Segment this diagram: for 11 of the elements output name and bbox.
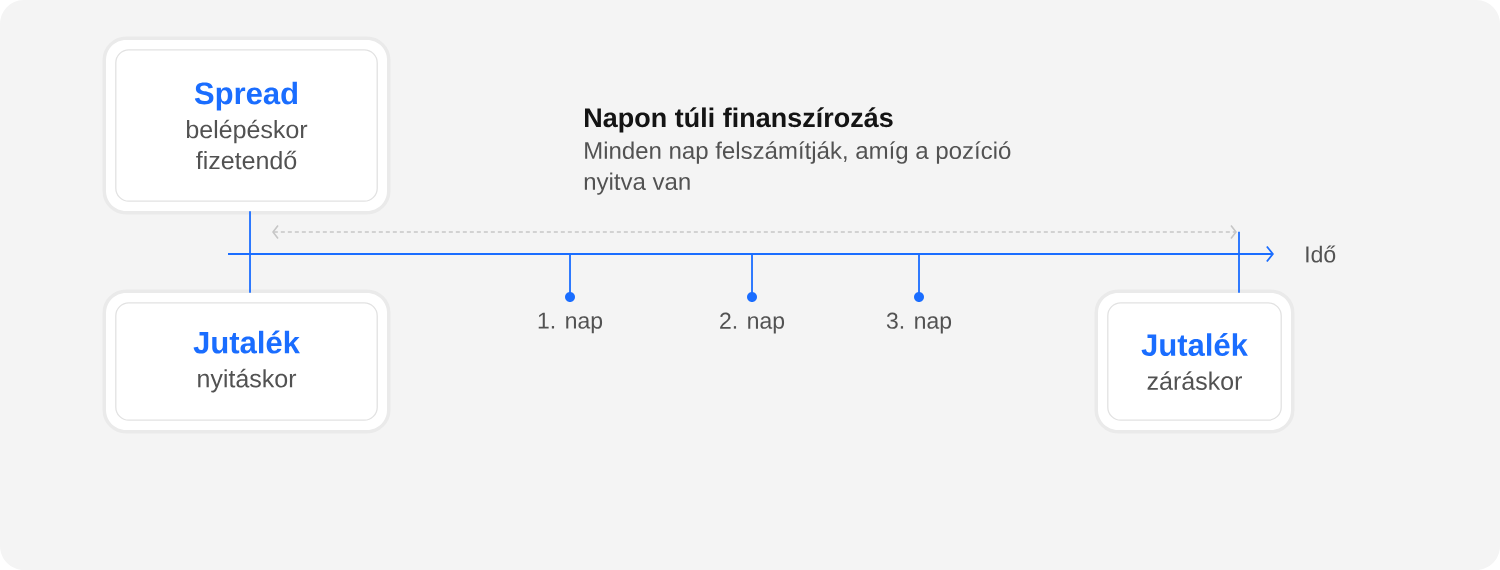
day-label: 2. nap [720, 312, 785, 334]
description: Minden nap felszámítják, amíg a pozíció nyitva van [584, 141, 1011, 195]
connector-line [249, 210, 251, 294]
connector-line [1238, 230, 1240, 294]
heading: Napon túli finanszírozás [585, 107, 893, 133]
card: Jutalék nyitáskor [102, 289, 391, 434]
card: Jutalék záráskor [1094, 289, 1295, 434]
day-label: 3. nap [886, 312, 952, 334]
card: Spread belépéskor fizetendő [102, 36, 391, 215]
day-label: 1. nap [538, 312, 603, 334]
axis-label: Idő [1306, 245, 1336, 263]
